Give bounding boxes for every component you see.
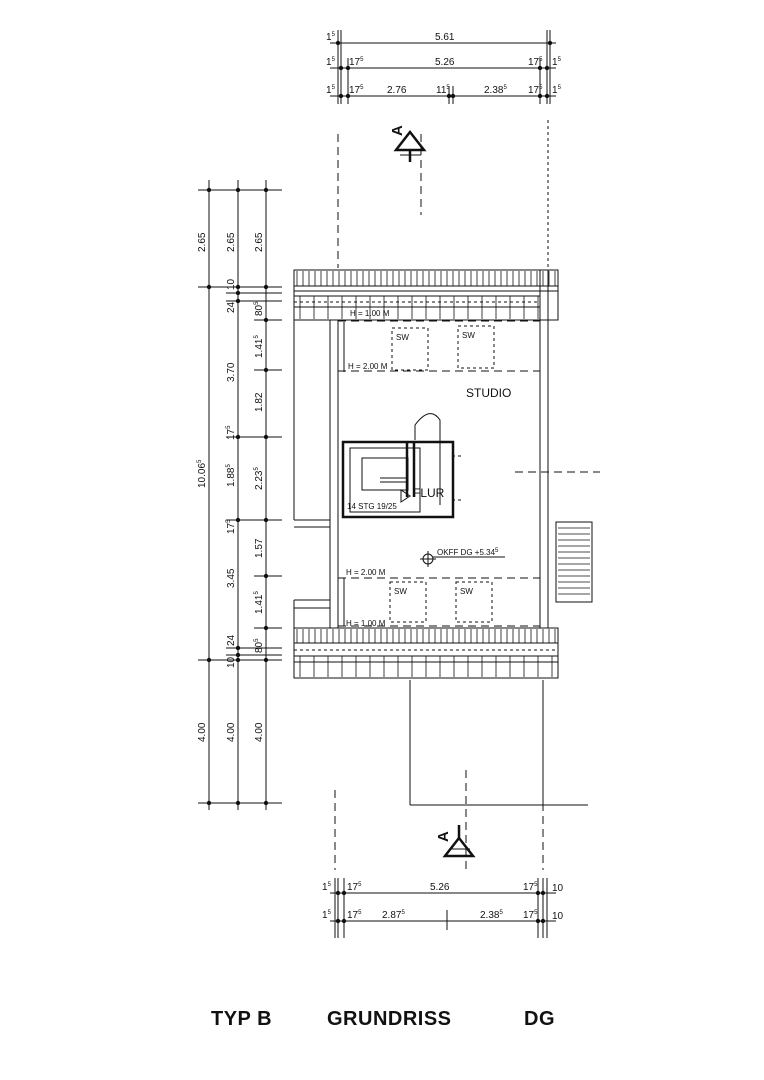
bottom-dimension-chain: 15 175 5.26 175 10 15 175 2.875 2.385 17…	[322, 878, 564, 938]
dim-top2-17b: 175	[528, 57, 543, 68]
room-label-studio: STUDIO	[466, 386, 511, 400]
dim-bot1-10: 10	[552, 883, 564, 894]
dim-top3-1b: 15	[552, 85, 562, 96]
level-label: OKFF DG +5.345	[437, 548, 499, 557]
section-label-top: A	[389, 125, 406, 136]
dim-left3-80b: 805	[254, 638, 265, 653]
dim-left2-400: 4.00	[226, 722, 237, 742]
dim-left3-182: 1.82	[254, 392, 265, 412]
dim-top2-1: 15	[326, 57, 336, 68]
title-plan: GRUNDRISS	[327, 1008, 452, 1030]
skylight-label-4: SW	[460, 587, 473, 596]
dim-left3-141b: 1.415	[254, 591, 265, 614]
room-label-flur: FLUR	[413, 486, 445, 500]
dim-left2-24b: 24	[226, 634, 237, 646]
dim-top-561: 5.61	[435, 32, 455, 43]
dim-top3-17b: 175	[528, 85, 543, 96]
height-label-bottom-100: H = 1.00 M	[346, 619, 386, 628]
dim-bot1-17b: 175	[523, 882, 538, 893]
dim-top2-1b: 15	[552, 57, 562, 68]
dim-top3-238: 2.385	[484, 85, 507, 96]
dim-left3-265: 2.65	[254, 232, 265, 252]
dim-left1-1006: 10.065	[197, 459, 208, 488]
section-label-bottom: A	[435, 831, 452, 842]
dim-bot1-526: 5.26	[430, 882, 450, 893]
height-lines	[338, 320, 540, 627]
dim-left2-370: 3.70	[226, 362, 237, 382]
top-dimension-chain: 15 5.61 15 175 5.26 175 15 15 175 2.76 1…	[326, 30, 562, 104]
dim-left2-17a: 175	[226, 425, 237, 440]
roof-band-top	[293, 269, 559, 321]
roof-band-bottom	[293, 627, 559, 679]
dim-top3-11: 115	[436, 85, 450, 96]
dim-bot2-238: 2.385	[480, 910, 503, 921]
dim-left3-80a: 805	[254, 301, 265, 316]
title-type: TYP B	[211, 1008, 273, 1030]
level-marker	[420, 551, 505, 567]
height-label-bottom-200: H = 2.00 M	[346, 568, 386, 577]
dim-left2-188: 1.885	[226, 464, 237, 487]
section-marker-top: A	[389, 125, 427, 162]
axis-lines	[334, 120, 600, 870]
dim-top3-1: 15	[326, 85, 336, 96]
skylight-label-3: SW	[394, 587, 407, 596]
dim-left2-24a: 24	[226, 301, 237, 313]
dim-left2-17b: 175	[226, 519, 237, 534]
dim-bot2-17a: 175	[347, 910, 362, 921]
dim-left2-265: 2.65	[226, 232, 237, 252]
dim-bot1-1: 15	[322, 882, 332, 893]
walls	[293, 270, 593, 628]
skylights	[389, 325, 495, 623]
stair-label: 14 STG 19/25	[347, 502, 397, 511]
dim-top2-17a: 175	[349, 57, 364, 68]
left-dimension-chain: 2.65 10.065 4.00 2.65 10 24 3.70 175 1.8…	[197, 180, 282, 810]
dim-left1-400: 4.00	[197, 722, 208, 742]
dim-left3-223: 2.235	[254, 467, 265, 490]
skylight-label-1: SW	[396, 333, 409, 342]
stairwell	[341, 413, 462, 519]
dim-bot2-17b: 175	[523, 910, 538, 921]
dim-left2-10a: 10	[226, 278, 237, 290]
dim-top3-276: 2.76	[387, 85, 407, 96]
section-marker-bottom: A	[435, 825, 476, 858]
dim-top-1: 15	[326, 32, 336, 43]
title-floor: DG	[524, 1008, 555, 1030]
height-label-top-100: H = 1.00 M	[350, 309, 390, 318]
dim-left3-157: 1.57	[254, 538, 265, 558]
dim-top3-17a: 175	[349, 85, 364, 96]
dim-bot2-1: 15	[322, 910, 332, 921]
skylight-label-2: SW	[462, 331, 475, 340]
height-label-top-200: H = 2.00 M	[348, 362, 388, 371]
dim-left2-10b: 10	[226, 656, 237, 668]
dim-left3-400: 4.00	[254, 722, 265, 742]
dim-top2-526: 5.26	[435, 57, 455, 68]
dim-left2-345: 3.45	[226, 568, 237, 588]
dim-bot1-17a: 175	[347, 882, 362, 893]
dim-bot2-10: 10	[552, 911, 564, 922]
dim-left3-141a: 1.415	[254, 335, 265, 358]
dim-left1-265: 2.65	[197, 232, 208, 252]
dim-bot2-287: 2.875	[382, 910, 405, 921]
